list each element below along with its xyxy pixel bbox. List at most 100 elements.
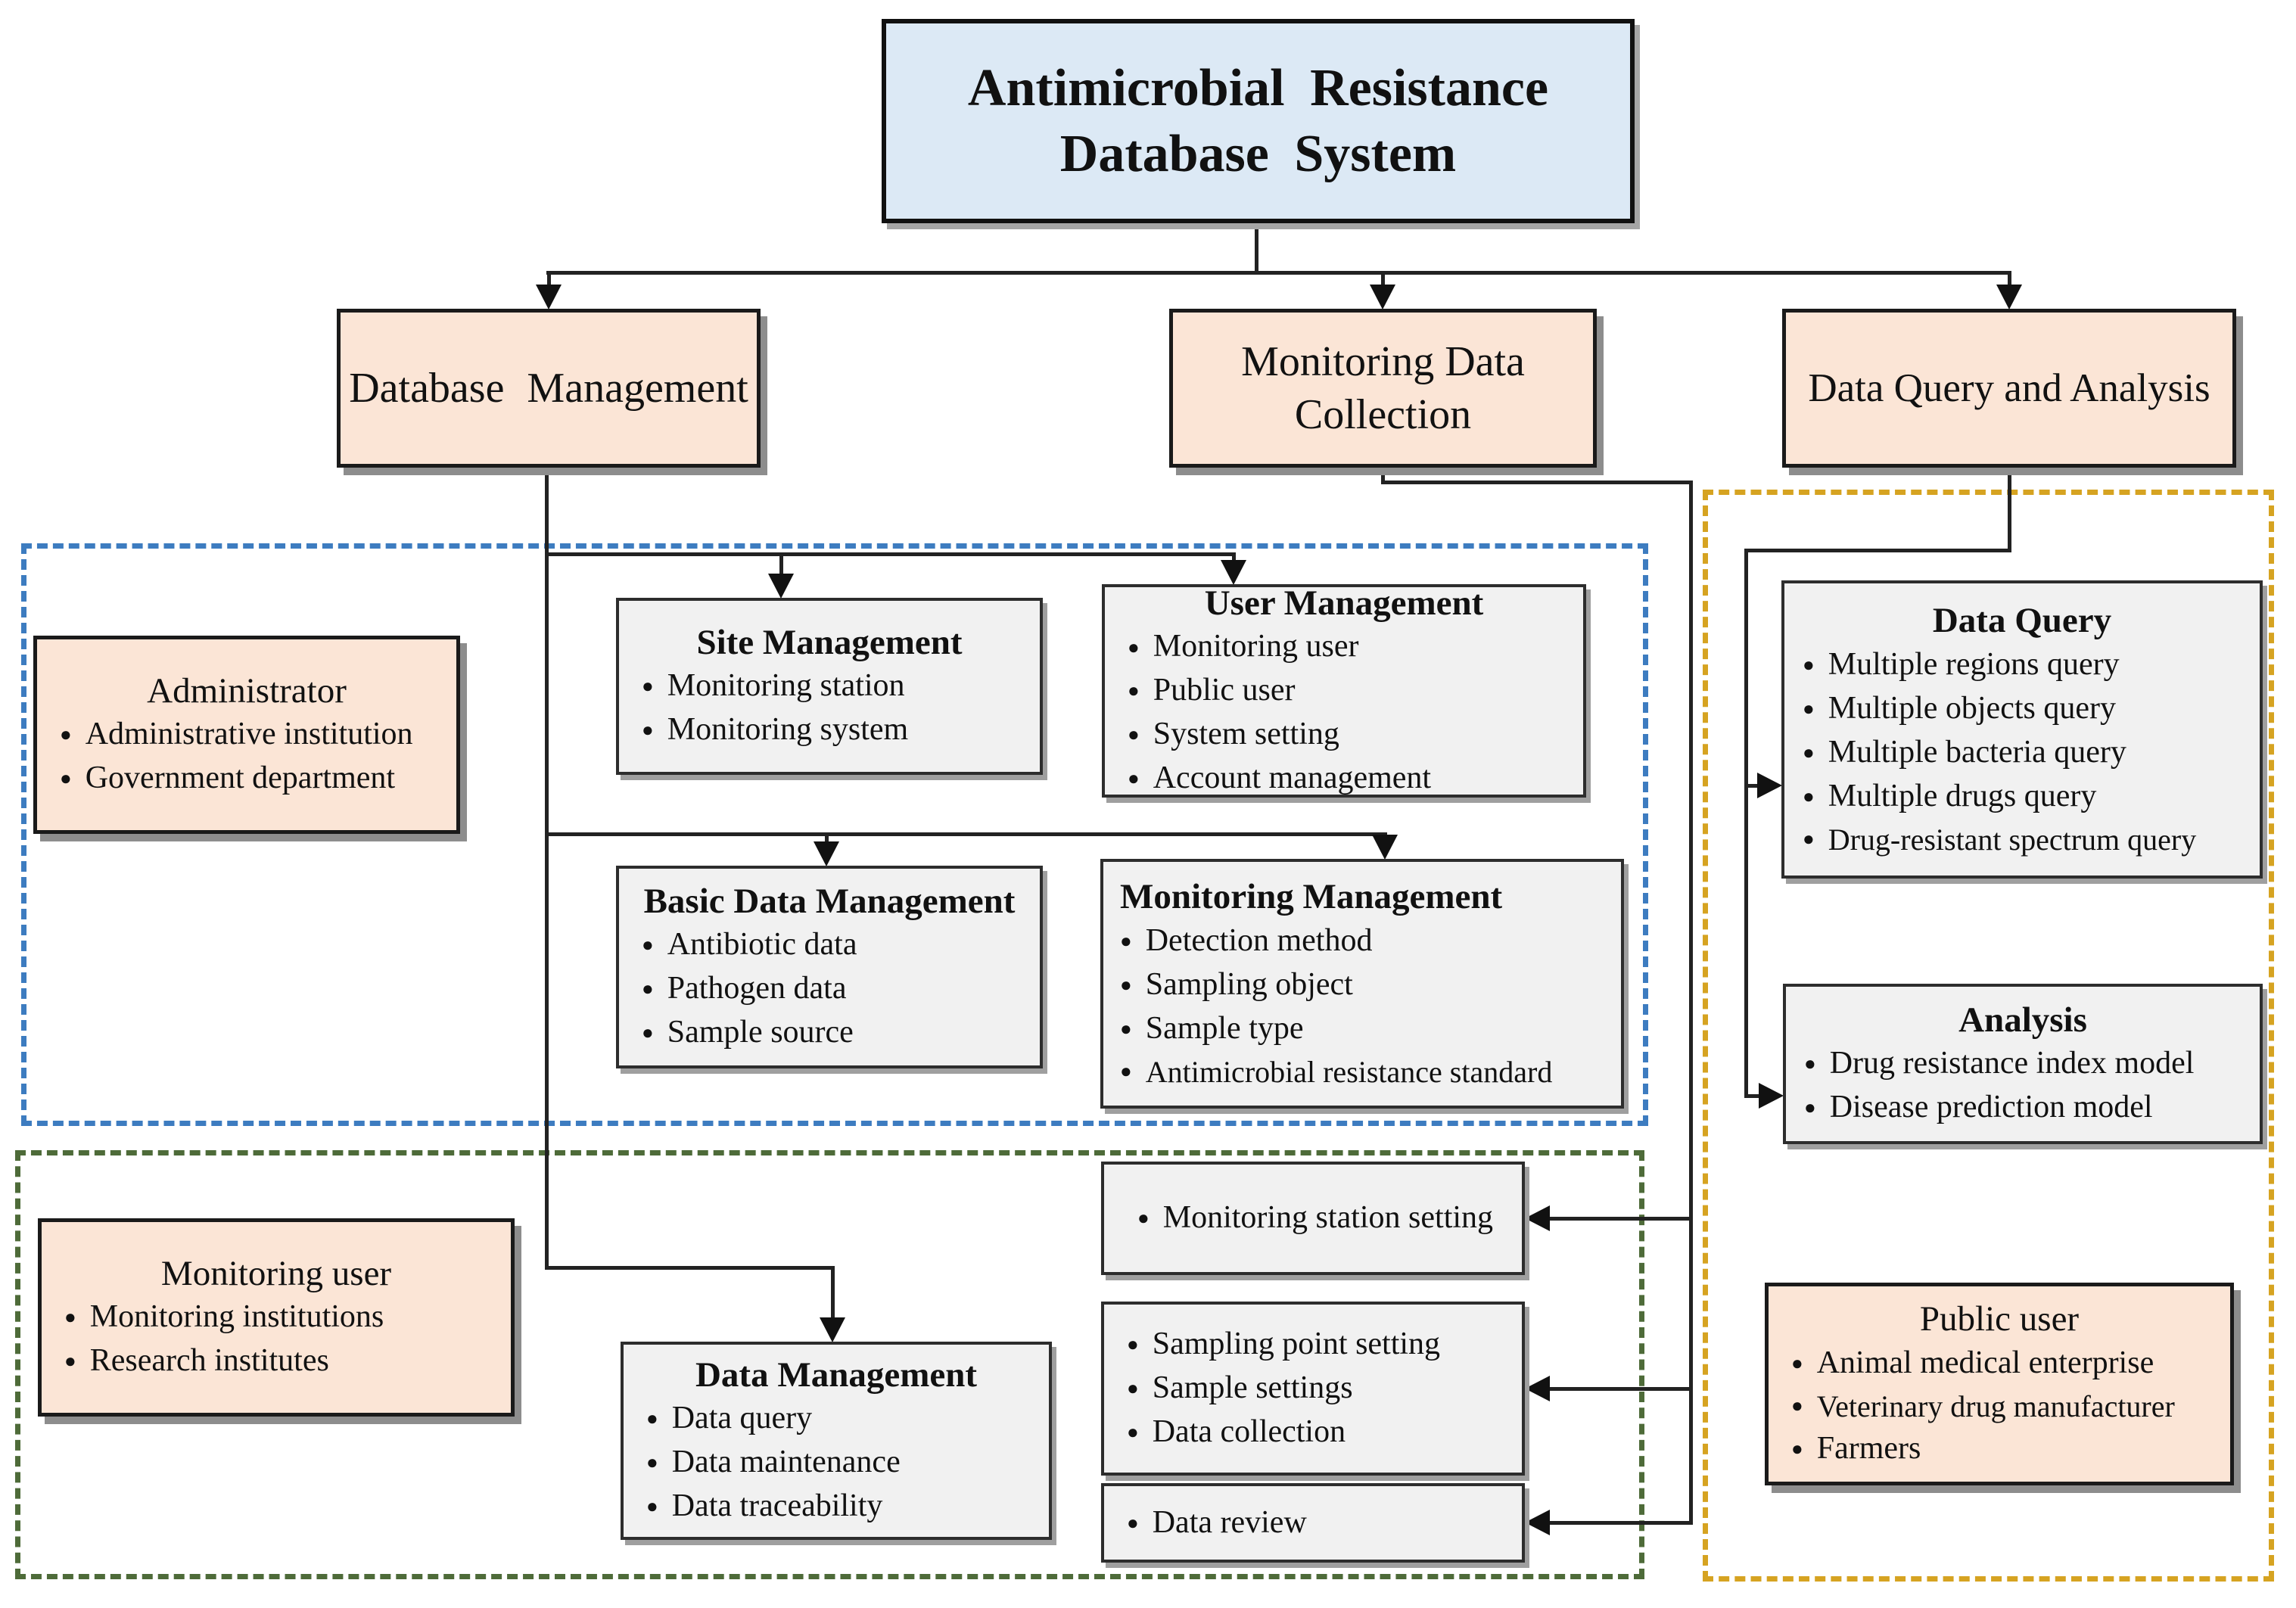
- data-review-node: Data review: [1101, 1483, 1525, 1563]
- public-user-item: Animal medical enterprise: [1769, 1342, 2230, 1386]
- sampling-setting-item: Data collection: [1104, 1410, 1522, 1454]
- analysis-item: Drug resistance index model: [1786, 1042, 2260, 1086]
- sampling-setting-item: Sampling point setting: [1104, 1323, 1522, 1367]
- arrowhead-user-management: [1221, 560, 1246, 585]
- monitoring-user-item: Monitoring institutions: [42, 1295, 511, 1339]
- user-management-item: Public user: [1105, 669, 1583, 713]
- connector-to-site-management: [779, 552, 783, 575]
- data-review-item: Data review: [1104, 1501, 1522, 1545]
- analysis-item: Disease prediction model: [1786, 1086, 2260, 1130]
- basic-data-management-item: Sample source: [619, 1011, 1040, 1055]
- monitoring-data-collection-label-line2: Collection: [1294, 391, 1472, 438]
- monitoring-data-collection-node: Monitoring Data Collection: [1169, 309, 1597, 468]
- analysis-title: Analysis: [1958, 1000, 2087, 1040]
- user-management-item: System setting: [1105, 713, 1583, 757]
- data-query-node: Data Query Multiple regions query Multip…: [1781, 580, 2263, 879]
- connector-to-analysis: [1744, 1094, 1761, 1098]
- connector-db-branch3: [545, 1266, 835, 1270]
- data-management-title: Data Management: [695, 1355, 977, 1395]
- arrowhead-basic-data-management: [814, 841, 839, 866]
- data-management-node: Data Management Data query Data maintena…: [621, 1342, 1052, 1540]
- monitoring-user-region-outline: [15, 1150, 1644, 1579]
- connector-to-basic-data-management: [825, 832, 829, 843]
- root-title-line2: Database System: [1059, 125, 1457, 183]
- monitoring-management-node: Monitoring Management Detection method S…: [1100, 859, 1624, 1109]
- data-query-analysis-label: Data Query and Analysis: [1808, 365, 2210, 410]
- arrowhead-data-management: [820, 1317, 845, 1342]
- arrowhead-station-setting: [1525, 1205, 1550, 1231]
- connector-to-data-management: [831, 1266, 835, 1319]
- data-query-item: Drug-resistant spectrum query: [1784, 819, 2260, 860]
- data-management-item: Data maintenance: [624, 1441, 1049, 1485]
- monitoring-management-title: Monitoring Management: [1120, 877, 1503, 917]
- monitoring-station-setting-node: Monitoring station setting: [1101, 1162, 1525, 1275]
- arrowhead-data-query: [1757, 773, 1782, 798]
- monitoring-management-item: Sample type: [1103, 1007, 1621, 1051]
- monitoring-management-item: Detection method: [1103, 919, 1621, 963]
- connector-to-station-setting: [1548, 1217, 1691, 1221]
- connector-to-monitoring-data-collection: [1381, 271, 1385, 289]
- site-management-title: Site Management: [696, 622, 963, 662]
- arrowhead-monitoring-data-collection: [1370, 285, 1395, 309]
- connector-mdc-drop: [1381, 468, 1385, 484]
- arrowhead-data-query-analysis: [1996, 285, 2022, 309]
- analysis-node: Analysis Drug resistance index model Dis…: [1783, 984, 2263, 1144]
- connector-db-branch1: [545, 552, 1235, 556]
- connector-dqa-elbow: [1744, 549, 2011, 552]
- sampling-setting-node: Sampling point setting Sample settings D…: [1101, 1302, 1525, 1476]
- connector-db-branch2: [545, 832, 1387, 836]
- basic-data-management-node: Basic Data Management Antibiotic data Pa…: [616, 866, 1043, 1068]
- sampling-setting-item: Sample settings: [1104, 1367, 1522, 1410]
- connector-root-drop: [1255, 223, 1258, 273]
- user-management-title: User Management: [1204, 583, 1484, 623]
- arrowhead-database-management: [536, 285, 562, 309]
- public-user-region-outline: [1703, 490, 2274, 1582]
- data-query-item: Multiple objects query: [1784, 687, 2260, 731]
- data-query-item: Multiple bacteria query: [1784, 731, 2260, 775]
- administrator-region-outline: [21, 543, 1648, 1126]
- root-title-line1: Antimicrobial Resistance: [967, 58, 1549, 117]
- connector-to-data-query-analysis: [2008, 271, 2011, 289]
- basic-data-management-title: Basic Data Management: [643, 881, 1016, 921]
- administrator-title: Administrator: [147, 670, 347, 711]
- arrowhead-sampling-setting: [1525, 1376, 1550, 1401]
- monitoring-management-item: Antimicrobial resistance standard: [1103, 1051, 1621, 1093]
- connector-to-monitoring-management: [1383, 832, 1387, 836]
- root-node: Antimicrobial Resistance Database System: [882, 19, 1635, 223]
- monitoring-management-item: Sampling object: [1103, 963, 1621, 1007]
- user-management-item: Monitoring user: [1105, 625, 1583, 669]
- arrowhead-site-management: [768, 574, 794, 599]
- database-management-label: Database Management: [349, 365, 748, 412]
- administrator-item: Government department: [37, 757, 456, 801]
- data-query-item: Multiple regions query: [1784, 643, 2260, 687]
- public-user-node: Public user Animal medical enterprise Ve…: [1765, 1283, 2234, 1485]
- data-query-item: Multiple drugs query: [1784, 775, 2260, 819]
- site-management-item: Monitoring system: [619, 708, 1040, 752]
- basic-data-management-item: Antibiotic data: [619, 923, 1040, 967]
- connector-to-data-query: [1744, 784, 1761, 788]
- monitoring-data-collection-label-line1: Monitoring Data: [1241, 338, 1525, 385]
- monitoring-user-title: Monitoring user: [160, 1253, 392, 1293]
- connector-mdc-elbow: [1381, 481, 1693, 484]
- user-management-node: User Management Monitoring user Public u…: [1102, 583, 1586, 801]
- administrator-item: Administrative institution: [37, 713, 456, 757]
- user-management-item: Account management: [1105, 757, 1583, 801]
- monitoring-user-node: Monitoring user Monitoring institutions …: [38, 1218, 515, 1417]
- connector-level2-rail: [546, 271, 2011, 275]
- monitoring-user-item: Research institutes: [42, 1339, 511, 1383]
- arrowhead-analysis: [1759, 1083, 1784, 1109]
- arrowhead-monitoring-management: [1372, 835, 1398, 860]
- administrator-node: Administrator Administrative institution…: [33, 636, 460, 834]
- connector-db-trunk: [545, 468, 549, 1270]
- connector-to-data-review: [1548, 1521, 1691, 1525]
- site-management-node: Site Management Monitoring station Monit…: [616, 598, 1043, 775]
- connector-dqa-drop: [2008, 468, 2011, 552]
- public-user-item: Farmers: [1769, 1427, 2230, 1471]
- arrowhead-data-review: [1525, 1510, 1550, 1535]
- data-management-item: Data traceability: [624, 1485, 1049, 1529]
- connector-mdc-trunk: [1689, 481, 1693, 1525]
- monitoring-station-setting-item: Monitoring station setting: [1104, 1196, 1522, 1240]
- data-management-item: Data query: [624, 1397, 1049, 1441]
- connector-dqa-trunk: [1744, 549, 1748, 1098]
